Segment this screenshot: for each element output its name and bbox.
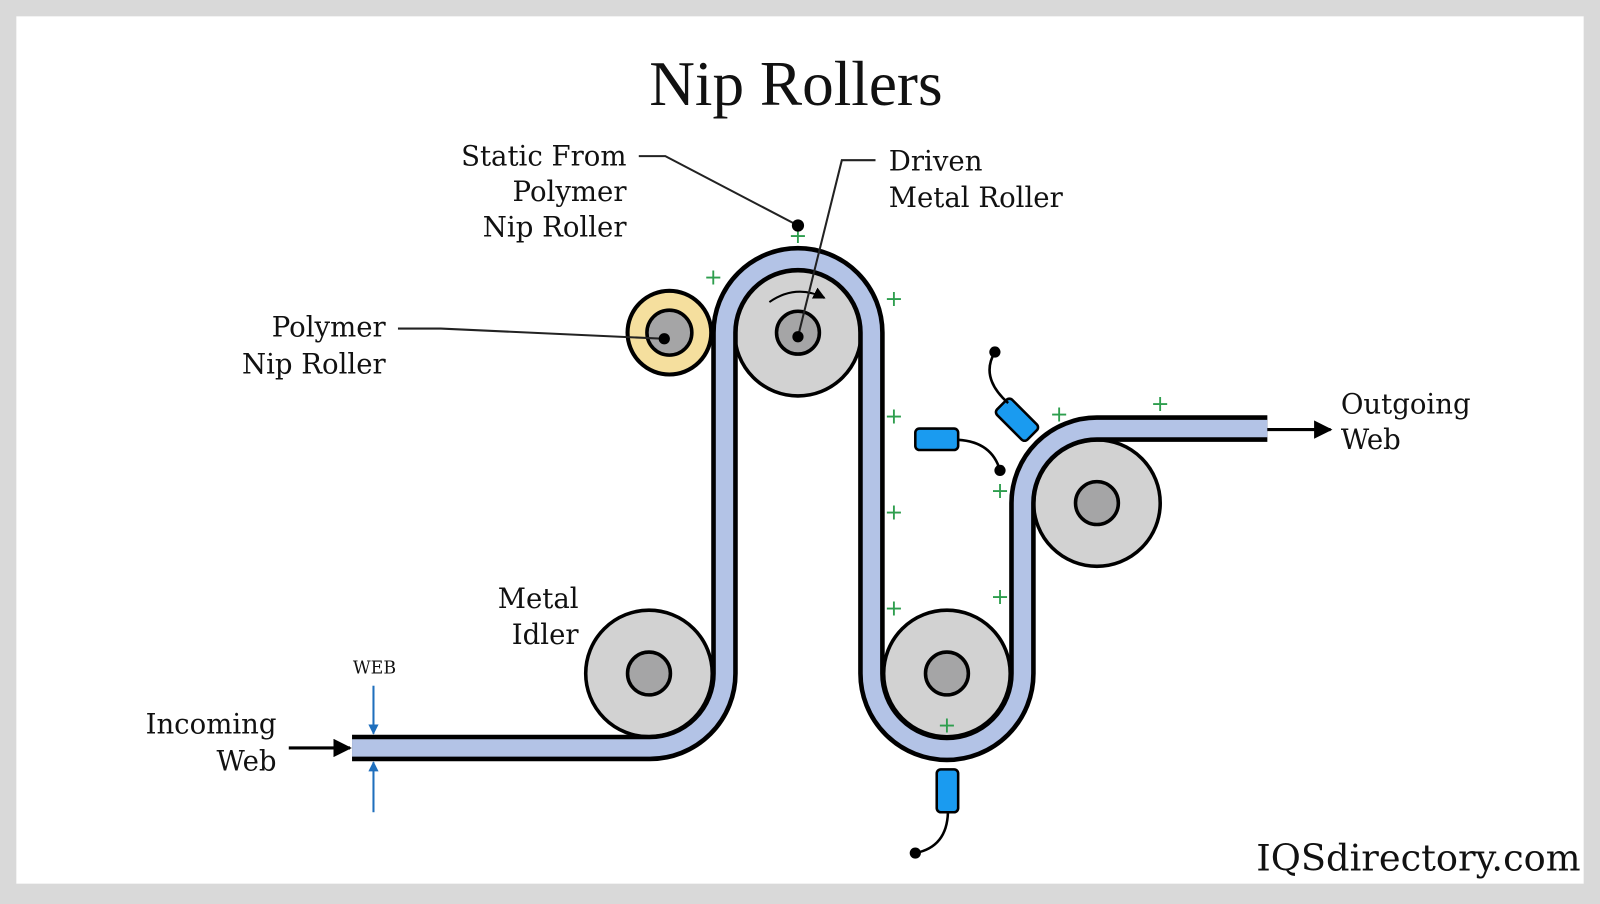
label-incoming-web: Incoming Web [146,709,277,778]
charge-plus: + [991,478,1010,504]
label-metal-idler: Metal Idler [498,583,580,651]
web-strip [352,246,1268,763]
label-line: Static From [461,140,626,172]
label-line: Driven [889,145,983,177]
charge-plus: + [884,595,903,621]
page-title: Nip Rollers [649,49,942,119]
label-line: Polymer [513,176,628,208]
label-line: Nip Roller [483,212,628,244]
panel [16,16,1584,884]
polymer-center-dot [658,333,670,345]
static-bar-left [914,427,1006,477]
label-line: Idler [512,619,580,651]
metal-idler-roller [583,608,715,739]
label-line: Metal [498,583,579,615]
polymer-nip-roller [625,288,714,377]
static-bar-bottom [909,768,960,859]
leader-static-from [638,155,799,227]
label-polymer-nip-roller: Polymer Nip Roller [242,312,387,381]
label-line: Web [217,745,277,777]
charge-plus: + [1151,391,1170,417]
brand-watermark: IQSdirectory.com [1256,836,1580,879]
charge-plus: + [884,499,903,525]
driven-center-dot [792,331,804,343]
leader-driven [796,159,876,337]
label-static-from-polymer: Static From Polymer Nip Roller [461,140,627,243]
label-outgoing-web: Outgoing Web [1341,388,1471,456]
rotation-arrow-icon [768,287,826,303]
label-line: Polymer [272,312,387,344]
charge-plus: + [884,403,903,429]
web-thickness-label: WEB [353,658,396,678]
charge-plus: + [1050,401,1069,427]
label-line: Incoming [146,709,277,741]
charge-plus: + [884,286,903,312]
leader-lines [397,155,876,340]
static-bar-upper [988,346,1040,443]
charge-plus: + [991,584,1010,610]
label-driven-metal-roller: Driven Metal Roller [889,145,1064,214]
leader-polymer-nip [397,327,665,340]
charge-plus: + [704,265,723,291]
label-line: Metal Roller [889,182,1064,214]
static-point-dot [791,219,805,232]
charge-plus: + [938,713,957,739]
static-charges: + + + + + + + + + + + [704,223,1170,739]
label-line: Nip Roller [242,348,387,380]
label-line: Outgoing [1341,388,1471,420]
label-line: Web [1341,424,1401,456]
